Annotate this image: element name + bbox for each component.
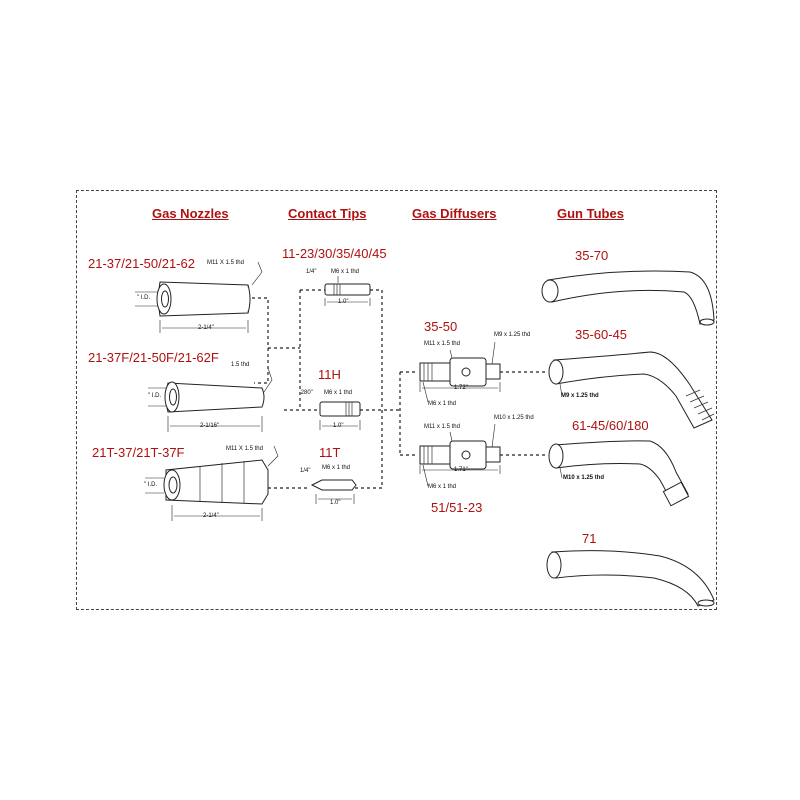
tip-3-thread: M6 x 1 thd — [322, 465, 351, 471]
nozzle-3-length: 2-1/4" — [203, 513, 219, 519]
header-contact-tips: Contact Tips — [288, 206, 367, 221]
diffuser-2-thread-right: M10 x 1.25 thd — [494, 415, 534, 421]
diffuser-1-thread-left: M11 x 1.5 thd — [424, 341, 460, 347]
nozzle-1-drawing — [135, 261, 263, 333]
diffuser-1-drawing — [419, 341, 501, 403]
nozzle-3-id-label: " I.D. — [144, 482, 158, 488]
nozzle-2-drawing — [148, 367, 273, 432]
tube-4-drawing — [546, 550, 715, 607]
diffuser-1-length: 1.72" — [454, 385, 468, 391]
tube-2-drawing — [548, 351, 715, 429]
nozzle-1-length: 2-1/4" — [198, 325, 214, 331]
tube-4-part-numbers: 71 — [582, 531, 597, 546]
diffuser-2-thread-left: M11 x 1.5 thd — [424, 424, 460, 430]
nozzle-3-thread: M11 X 1.5 thd — [226, 446, 263, 452]
diffuser-2-thread-bottom: M6 x 1 thd — [428, 484, 457, 490]
nozzle-1-id-label: " I.D. — [137, 295, 151, 301]
nozzle-2-id-label: " I.D. — [148, 393, 162, 399]
tip-3-part-numbers: 11T — [319, 445, 341, 460]
tube-1-drawing — [541, 270, 715, 326]
tube-2-thread: M9 x 1.25 thd — [561, 393, 599, 399]
nozzle-1-part-numbers: 21-37/21-50/21-62 — [88, 256, 195, 271]
tip-3-diameter: 1/4" — [300, 468, 311, 474]
diffuser-2-part-numbers: 51/51-23 — [431, 500, 483, 515]
nozzle-2-length: 2-1/16" — [200, 423, 220, 429]
tube-3-part-numbers: 61-45/60/180 — [572, 418, 649, 433]
tip-2-part-numbers: 11H — [318, 367, 341, 382]
diffuser-1-thread-bottom: M6 x 1 thd — [428, 401, 457, 407]
tube-3-drawing — [548, 440, 690, 507]
tip-2-diameter: .280" — [299, 390, 313, 396]
header-gun-tubes: Gun Tubes — [557, 206, 624, 221]
tip-1-drawing — [324, 276, 371, 306]
header-gas-diffusers: Gas Diffusers — [412, 206, 497, 221]
header-gas-nozzles: Gas Nozzles — [152, 206, 229, 221]
tip-1-length: 1.0" — [338, 299, 349, 305]
tip-2-length: 1.0" — [333, 423, 344, 429]
nozzle-3-drawing — [145, 445, 279, 521]
tip-3-drawing — [310, 479, 357, 504]
tip-2-drawing — [319, 401, 361, 430]
diffuser-2-length: 1.71" — [454, 467, 468, 473]
diagram-frame — [76, 190, 717, 610]
nozzle-2-part-numbers: 21-37F/21-50F/21-62F — [88, 350, 219, 365]
tip-1-part-numbers: 11-23/30/35/40/45 — [282, 246, 387, 261]
nozzle-1-thread: M11 X 1.5 thd — [207, 260, 244, 266]
tube-3-thread: M10 x 1.25 thd — [563, 475, 605, 481]
diffuser-1-part-numbers: 35-50 — [424, 319, 458, 334]
tube-1-part-numbers: 35-70 — [575, 248, 609, 263]
nozzle-3-part-numbers: 21T-37/21T-37F — [92, 445, 185, 460]
tip-3-length: 1.0" — [330, 500, 341, 506]
diffuser-1-thread-right: M9 x 1.25 thd — [494, 332, 531, 338]
tip-2-thread: M6 x 1 thd — [324, 390, 353, 396]
diffuser-2-drawing — [419, 423, 501, 487]
tube-2-part-numbers: 35-60-45 — [575, 327, 628, 342]
tip-1-diameter: 1/4" — [306, 269, 317, 275]
tip-1-thread: M6 x 1 thd — [331, 269, 360, 275]
nozzle-2-thread: 1.5 thd — [231, 362, 250, 368]
